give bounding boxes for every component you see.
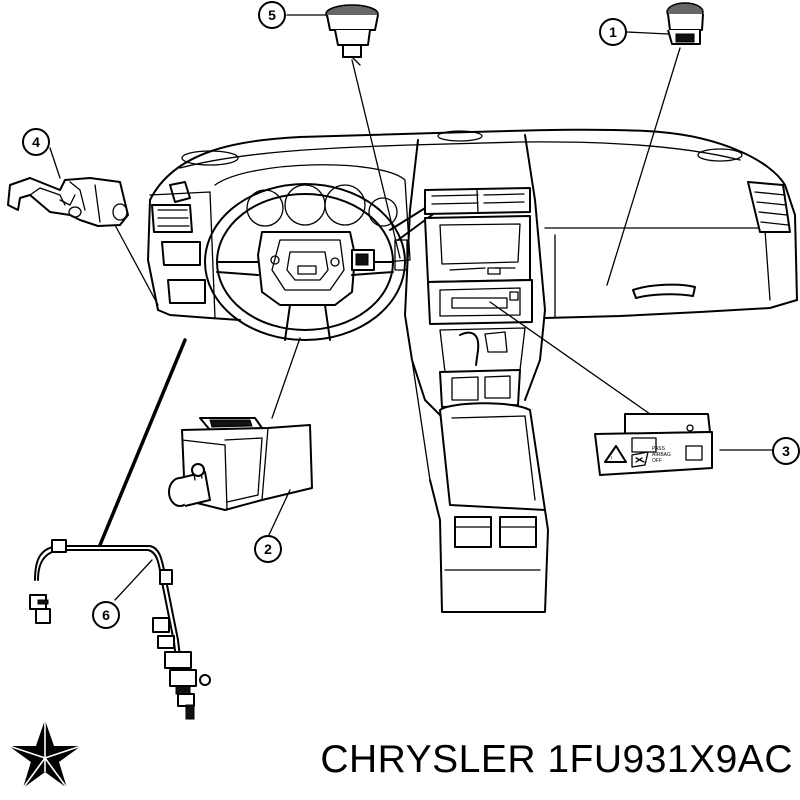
- svg-text:OFF: OFF: [652, 458, 662, 464]
- svg-text:4: 4: [32, 134, 40, 150]
- part-6-harness: [29, 539, 211, 720]
- svg-text:5: 5: [268, 7, 276, 23]
- steering-wheel: [204, 183, 406, 341]
- instrument-panel: [147, 128, 798, 321]
- callout-6: 6: [92, 601, 120, 629]
- svg-text:6: 6: [102, 607, 110, 623]
- svg-text:1: 1: [609, 24, 617, 40]
- callout-2: 2: [254, 535, 282, 563]
- callout-3: 3: [772, 437, 800, 465]
- svg-text:AIRBAG: AIRBAG: [652, 452, 671, 458]
- svg-text:2: 2: [264, 541, 272, 557]
- part-5-switch: [325, 4, 379, 66]
- part-1-switch: [666, 2, 704, 45]
- leader-lines: [49, 14, 786, 601]
- callout-1: 1: [599, 18, 627, 46]
- part-2-module: [168, 417, 313, 511]
- svg-text:3: 3: [782, 443, 790, 459]
- chrysler-pentastar-icon: [8, 720, 82, 789]
- center-console: [404, 134, 549, 613]
- svg-text:!: !: [611, 456, 612, 462]
- part-4-bracket: [7, 177, 129, 227]
- callout-5: 5: [258, 1, 286, 29]
- part-3-switch-bank: ! PASS AIRBAG OFF: [594, 413, 713, 476]
- part-number-caption: CHRYSLER 1FU931X9AC: [320, 738, 793, 781]
- svg-text:PASS: PASS: [652, 446, 666, 452]
- callout-4: 4: [22, 128, 50, 156]
